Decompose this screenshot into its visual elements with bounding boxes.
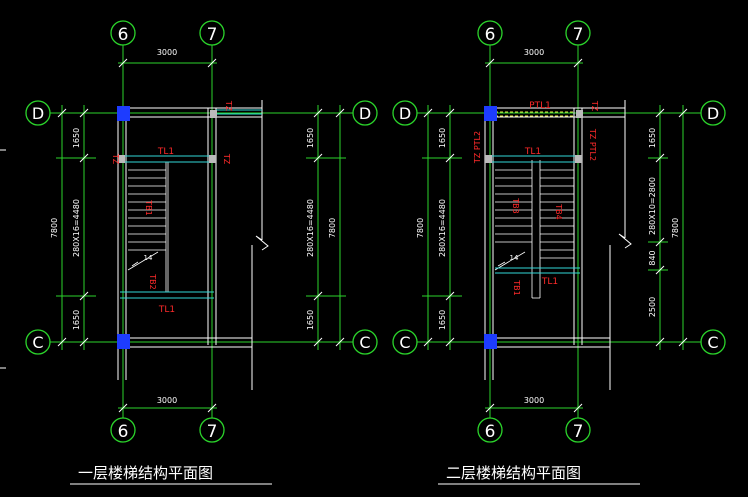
dim-right-top: 1650 [306, 128, 315, 148]
dimension-lines-r [417, 45, 701, 418]
dim-left-total: 7800 [50, 218, 59, 238]
axis-label-D-right: D [359, 104, 371, 123]
dim-ticks-r [423, 58, 688, 413]
stair-beams [120, 109, 262, 299]
axis-label-D-left: D [32, 104, 44, 123]
beam-label-tl1-bottom: TL1 [158, 305, 175, 315]
axis-label-C-right-r: C [707, 333, 718, 352]
stair-number: 14 [144, 254, 153, 262]
dim-right-total: 7800 [328, 218, 337, 238]
column-label-tz-left: TZ [111, 153, 120, 165]
axis-label-7-bottom: 7 [207, 422, 218, 442]
column-tz-right-r [575, 155, 582, 163]
axis-label-6-bottom: 6 [118, 422, 129, 442]
beam-label-tl1-top: TL1 [157, 147, 174, 157]
slab-label-tb2: TB2 [148, 273, 157, 289]
stair-treads [127, 162, 169, 292]
wall-outline [117, 100, 269, 390]
plan-title-left: 一层楼梯结构平面图 [78, 464, 213, 482]
stair-treads-r [494, 160, 574, 299]
axis-label-7-top-r: 7 [573, 25, 584, 45]
column-label-tz-right: TZ [222, 153, 231, 165]
column-tz-left [118, 155, 125, 163]
slab-label-tb1-r: TB1 [512, 279, 521, 295]
beam-label-tl1-bottom-r: TL1 [541, 277, 558, 287]
dim-right-bottom: 1650 [306, 310, 315, 330]
slab-label-tb1: TB1 [144, 199, 153, 215]
dim-top: 3000 [157, 48, 177, 57]
axis-label-C-left: C [32, 333, 43, 352]
dim-right-mid-r: 280X10=2800 [648, 177, 657, 235]
dim-ticks [57, 58, 345, 413]
column-label-tz-corner-r: TZ [590, 100, 599, 112]
axis-label-D-left-r: D [399, 104, 411, 123]
axis-label-C-right: C [359, 333, 370, 352]
beam-label-tl1-top-r: TL1 [524, 147, 541, 157]
dim-right-bottom-r: 2500 [648, 297, 657, 317]
dim-left-mid-r: 280X16=4480 [438, 199, 447, 257]
dim-left-bottom-r: 1650 [438, 310, 447, 330]
dimension-lines [50, 45, 353, 418]
column-tz-corner [210, 110, 217, 118]
axis-label-6-top-r: 6 [485, 25, 496, 45]
dim-bottom: 3000 [157, 396, 177, 405]
dim-right-top-r: 1650 [648, 128, 657, 148]
axis-label-D-right-r: D [707, 104, 719, 123]
column-tz-right [209, 155, 216, 163]
column-D6 [117, 106, 130, 121]
platform-beam-ptl1 [495, 111, 574, 117]
axis-label-7-bottom-r: 7 [573, 422, 584, 442]
axis-label-7-top: 7 [207, 25, 218, 45]
column-C6 [117, 334, 130, 349]
column-label-tz-ptl2-right: TZ PTL2 [588, 128, 597, 161]
left-plan: 6 7 6 7 D C D C [0, 20, 378, 485]
wall-outline-r [484, 100, 632, 390]
right-plan: 6 7 6 7 D C D C [392, 20, 726, 485]
column-tz-left-r [485, 155, 492, 163]
column-label-tz-corner: TZ [224, 100, 233, 112]
dim-left-mid: 280X16=4480 [72, 199, 81, 257]
beam-label-ptl1: PTL1 [529, 101, 551, 111]
dim-top-r: 3000 [524, 48, 544, 57]
dim-left-top-r: 1650 [438, 128, 447, 148]
dim-left-bottom: 1650 [72, 310, 81, 330]
slab-label-tb4: TB4 [554, 203, 563, 219]
dim-left-total-r: 7800 [416, 218, 425, 238]
column-D6-r [484, 106, 497, 121]
plan-title-right: 二层楼梯结构平面图 [446, 464, 581, 482]
axis-label-6-bottom-r: 6 [485, 422, 496, 442]
slab-label-tb3: TB3 [511, 197, 520, 213]
dim-left-top: 1650 [72, 128, 81, 148]
dim-right-mid: 280X16=4480 [306, 199, 315, 257]
dim-bottom-r: 3000 [524, 396, 544, 405]
column-C6-r [484, 334, 497, 349]
axis-label-C-left-r: C [399, 333, 410, 352]
axis-label-6-top: 6 [118, 25, 129, 45]
column-tz-corner-r [576, 110, 583, 118]
dim-right-mid2-r: 840 [648, 250, 657, 265]
dim-right-total-r: 7800 [671, 218, 680, 238]
column-label-tz-ptl2-left: TZ PTL2 [473, 131, 482, 164]
stair-number-r: 14 [510, 254, 519, 262]
stair-beams-r [487, 155, 580, 274]
